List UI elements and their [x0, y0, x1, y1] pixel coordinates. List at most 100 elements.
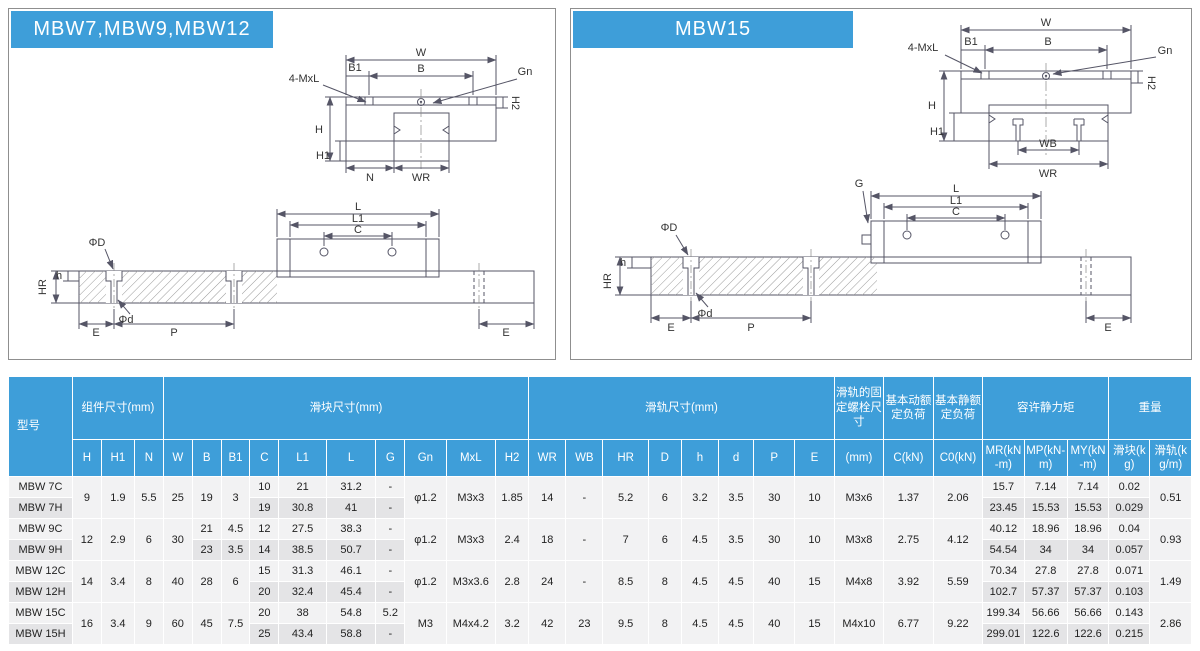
dim-label-b: B [1044, 36, 1051, 48]
header-cell: H2 [495, 439, 530, 477]
data-cell: 199.34 [982, 602, 1025, 624]
data-cell: 15 [794, 602, 835, 645]
data-cell: 23.45 [982, 497, 1025, 519]
data-cell: 6 [647, 518, 682, 561]
dim-label-h2: H2 [509, 96, 521, 110]
header-cell: 组件尺寸(mm) [71, 376, 164, 440]
data-cell: 12 [249, 518, 280, 540]
data-cell: 6 [647, 476, 682, 519]
data-cell: 57.37 [1023, 581, 1068, 603]
header-cell: MY(kN-m) [1066, 439, 1110, 477]
data-cell: 12 [71, 518, 102, 561]
dim-label-phi-d-lower: Φd [698, 308, 713, 320]
model-cell: MBW 12C [8, 560, 73, 582]
dim-label-gn: Gn [1158, 45, 1173, 57]
data-cell: 10 [794, 518, 835, 561]
data-cell: 0.215 [1108, 623, 1151, 645]
data-cell: 0.93 [1149, 518, 1192, 561]
dim-label-w: W [1041, 17, 1052, 29]
dim-label-mxl: 4-MxL [289, 73, 320, 85]
data-cell: 1.85 [495, 476, 530, 519]
data-cell: 3.5 [717, 518, 755, 561]
data-cell: 9 [71, 476, 102, 519]
data-cell: 27.5 [278, 518, 327, 540]
data-cell: - [565, 518, 604, 561]
header-cell: B [191, 439, 222, 477]
data-cell: 0.029 [1108, 497, 1151, 519]
data-cell: 3.4 [100, 602, 135, 645]
data-cell: 5.59 [932, 560, 984, 603]
data-cell: 5.5 [133, 476, 164, 519]
data-cell: M4x4.2 [445, 602, 497, 645]
header-cell: (mm) [833, 439, 885, 477]
data-cell: 20 [249, 581, 280, 603]
header-cell: 滑块尺寸(mm) [162, 376, 530, 440]
data-cell: 40 [753, 560, 796, 603]
data-cell: 15 [794, 560, 835, 603]
data-cell: M3x3 [445, 518, 497, 561]
data-cell: 3.2 [495, 602, 530, 645]
data-cell: 41 [325, 497, 377, 519]
header-cell: MxL [445, 439, 497, 477]
dimension-labels: W B B1 Gn 4-MxL H H1 H2 N WR L L1 C ΦD Φ… [37, 47, 532, 339]
dim-label-h1: H1 [316, 150, 330, 162]
data-cell: - [375, 497, 406, 519]
data-cell: 18 [528, 518, 567, 561]
dim-label-e-left: E [667, 322, 674, 334]
dim-label-hr: HR [37, 279, 49, 295]
dim-label-g: G [855, 178, 864, 190]
data-cell: 45.4 [325, 581, 377, 603]
dim-label-h: H [315, 124, 323, 136]
data-cell: - [375, 581, 406, 603]
dim-label-n: N [366, 172, 374, 184]
data-cell: 43.4 [278, 623, 327, 645]
data-cell: M4x10 [833, 602, 885, 645]
data-cell: 4.5 [680, 602, 719, 645]
dim-label-b1: B1 [348, 62, 361, 74]
diagram-panel-mbw15: MBW15 [570, 8, 1192, 360]
data-cell: 2.8 [495, 560, 530, 603]
front-view-geometry [322, 55, 518, 173]
data-cell: 0.057 [1108, 539, 1151, 561]
spec-table: 型号组件尺寸(mm)滑块尺寸(mm)滑轨尺寸(mm)滑轨的固定螺栓尺寸基本动额定… [8, 376, 1192, 645]
data-cell: 5.2 [602, 476, 649, 519]
data-cell: 1.37 [883, 476, 934, 519]
header-cell: L1 [278, 439, 327, 477]
data-cell: - [565, 560, 604, 603]
header-row: 型号组件尺寸(mm)滑块尺寸(mm)滑轨尺寸(mm)滑轨的固定螺栓尺寸基本动额定… [8, 376, 1192, 477]
data-cell: φ1.2 [404, 560, 447, 603]
data-cell: 54.54 [982, 539, 1025, 561]
data-cell: M3x3.6 [445, 560, 497, 603]
data-cell: 27.8 [1066, 560, 1110, 582]
model-cell: MBW 15H [8, 623, 73, 645]
data-cell: 27.8 [1023, 560, 1068, 582]
dim-label-h: H [928, 100, 936, 112]
data-cell: 40 [162, 560, 193, 603]
data-cell: M3x6 [833, 476, 885, 519]
data-cell: 0.02 [1108, 476, 1151, 498]
data-cell: 10 [249, 476, 280, 498]
dim-label-e-right: E [1104, 322, 1111, 334]
header-cell: 重量 [1108, 376, 1192, 440]
data-cell: 7.14 [1023, 476, 1068, 498]
data-cell: 6 [220, 560, 251, 603]
data-cell: 58.8 [325, 623, 377, 645]
data-cell: 14 [249, 539, 280, 561]
data-cell: 122.6 [1023, 623, 1068, 645]
data-cell: 20 [249, 602, 280, 624]
model-cell: MBW 9H [8, 539, 73, 561]
header-cell: H [71, 439, 102, 477]
dim-label-phi-d-lower: Φd [119, 314, 134, 326]
dim-label-mxl: 4-MxL [908, 42, 939, 54]
dim-label-h-small: h [56, 270, 62, 282]
dim-label-e-right: E [502, 327, 509, 339]
data-cell: 70.34 [982, 560, 1025, 582]
panel-title: MBW15 [573, 11, 853, 48]
dim-label-c: C [952, 206, 960, 218]
dim-label-b: B [417, 63, 424, 75]
header-cell: WB [565, 439, 604, 477]
